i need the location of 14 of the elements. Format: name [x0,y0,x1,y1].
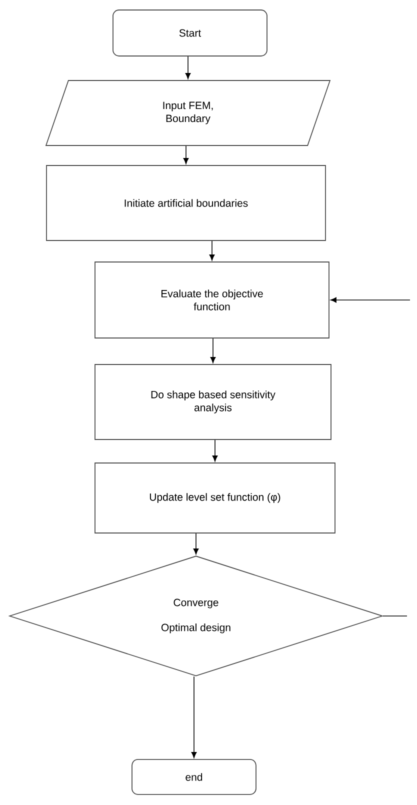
arrow [209,240,215,260]
terminal-box: end [132,759,256,795]
arrow [191,676,197,758]
arrow [330,297,410,303]
process-box: Do shape based sensitivity analysis [94,364,332,440]
terminal-box: Start [112,10,268,56]
process-box: Update level set function (φ) [94,462,336,534]
arrow [185,56,191,79]
process-box: Initiate artificial boundaries [46,165,326,241]
arrow [210,338,216,363]
arrow [183,146,189,164]
arrow [212,440,218,462]
process-box: Evaluate the objective function [94,262,330,338]
arrow [193,533,199,554]
